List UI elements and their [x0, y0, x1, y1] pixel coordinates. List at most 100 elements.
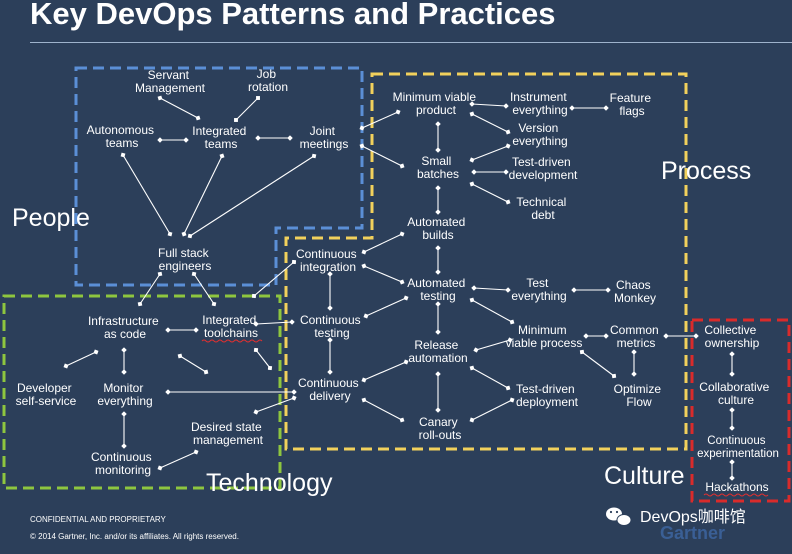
diagram-edges: [63, 95, 735, 481]
node-continuous-delivery: Continuous delivery: [298, 376, 362, 403]
toolchains-spellcheck-squiggle: [201, 339, 263, 343]
node-infrastructure-as-code-line-1: Infrastructure: [88, 314, 159, 328]
node-continuous-integration-line-1: Continuous: [296, 247, 357, 261]
node-minimum-viable-process-line-1: Minimum: [518, 323, 567, 337]
node-integrated-teams: Integrated teams: [192, 124, 249, 151]
node-servant-management: Servant Management: [135, 68, 206, 95]
node-full-stack-engineers-line-1: Full stack: [158, 246, 210, 260]
node-small-batches-line-2: batches: [417, 167, 459, 181]
node-continuous-testing-line-1: Continuous: [300, 313, 361, 327]
node-continuous-experimentation-line-1: Continuous: [707, 435, 765, 447]
node-full-stack-engineers: Full stack engineers: [158, 246, 212, 273]
node-collaborative-culture-line-2: culture: [718, 393, 754, 407]
node-desired-state-management-line-1: Desired state: [191, 420, 262, 434]
gartner-logo: Gartner: [660, 523, 725, 543]
node-autonomous-teams: Autonomous teams: [87, 123, 158, 150]
node-continuous-monitoring-line-1: Continuous: [91, 450, 152, 464]
wechat-icon: [606, 507, 632, 526]
node-technical-debt-line-1: Technical: [516, 195, 566, 209]
node-chaos-monkey-line-1: Chaos: [616, 278, 651, 292]
node-infrastructure-as-code: Infrastructure as code: [88, 314, 162, 341]
slide-title: Key DevOps Patterns and Practices: [30, 0, 556, 31]
node-test-everything-line-2: everything: [511, 289, 566, 303]
node-autonomous-teams-line-1: Autonomous: [87, 123, 154, 137]
node-infrastructure-as-code-line-2: as code: [104, 327, 146, 341]
node-canary-rollouts-line-2: roll-outs: [419, 428, 462, 442]
watermark-brand: DevOps咖啡馆: [640, 508, 746, 526]
node-servant-management-line-1: Servant: [148, 68, 190, 82]
node-servant-management-line-2: Management: [135, 81, 206, 95]
node-monitor-everything: Monitor everything: [97, 381, 152, 408]
node-instrument-everything-line-2: everything: [512, 103, 567, 117]
technology-region-outline: [2, 294, 282, 490]
node-integrated-toolchains-line-2: toolchains: [204, 326, 258, 340]
node-continuous-experimentation-line-2: experimentation: [697, 448, 779, 460]
node-continuous-delivery-line-1: Continuous: [298, 376, 359, 390]
node-test-driven-deployment: Test-driven deployment: [516, 382, 579, 409]
node-automated-builds-line-2: builds: [422, 228, 453, 242]
node-optimize-flow-line-2: Flow: [626, 395, 652, 409]
node-continuous-integration: Continuous integration: [296, 247, 360, 274]
node-automated-builds-line-1: Automated: [407, 215, 465, 229]
node-continuous-integration-line-2: integration: [300, 260, 356, 274]
node-integrated-toolchains-line-1: Integrated: [202, 313, 256, 327]
node-version-everything-line-1: Version: [518, 121, 558, 135]
node-minimum-viable-process-line-2: viable process: [506, 336, 583, 350]
node-common-metrics-line-2: metrics: [617, 336, 656, 350]
node-small-batches: Small batches: [417, 154, 459, 181]
node-desired-state-management-line-2: management: [193, 433, 264, 447]
hackathons-spellcheck-squiggle: [703, 493, 769, 497]
node-instrument-everything-line-1: Instrument: [510, 90, 567, 104]
culture-label: Culture: [604, 462, 685, 490]
node-joint-meetings-line-1: Joint: [310, 124, 336, 138]
node-feature-flags-line-1: Feature: [610, 91, 652, 105]
node-test-driven-development-line-1: Test-driven: [512, 155, 571, 169]
node-full-stack-engineers-line-2: engineers: [159, 259, 212, 273]
node-test-driven-deployment-line-2: deployment: [516, 395, 579, 409]
footer-copyright: © 2014 Gartner, Inc. and/or its affiliat…: [30, 532, 239, 541]
node-minimum-viable-product-line-1: Minimum viable: [393, 90, 477, 104]
node-release-automation: Release automation: [408, 338, 467, 365]
node-automated-testing-line-2: testing: [420, 289, 455, 303]
node-monitor-everything-line-2: everything: [97, 394, 152, 408]
node-job-rotation-line-1: Job: [257, 67, 277, 81]
node-continuous-experimentation: Continuous experimentation: [697, 435, 779, 460]
node-continuous-testing: Continuous testing: [300, 313, 364, 340]
title-divider: [30, 42, 792, 43]
node-technical-debt-line-2: debt: [531, 208, 555, 222]
node-test-driven-development: Test-driven development: [509, 155, 578, 182]
node-canary-rollouts-line-1: Canary: [419, 415, 458, 429]
node-version-everything: Version everything: [512, 121, 567, 148]
node-job-rotation: Job rotation: [248, 67, 288, 94]
node-joint-meetings: Joint meetings: [300, 124, 349, 151]
node-developer-self-service-line-1: Developer: [17, 381, 72, 395]
node-integrated-teams-line-1: Integrated: [192, 124, 246, 138]
node-technical-debt: Technical debt: [516, 195, 569, 222]
node-release-automation-line-1: Release: [414, 338, 458, 352]
node-minimum-viable-process: Minimum viable process: [506, 323, 583, 350]
node-test-everything: Test everything: [511, 276, 566, 303]
node-joint-meetings-line-2: meetings: [300, 137, 349, 151]
node-autonomous-teams-line-2: teams: [106, 136, 139, 150]
node-instrument-everything: Instrument everything: [510, 90, 570, 117]
people-label: People: [12, 204, 90, 232]
node-chaos-monkey: Chaos Monkey: [614, 278, 656, 305]
node-version-everything-line-2: everything: [512, 134, 567, 148]
node-hackathons-line-1: Hackathons: [705, 480, 768, 494]
node-continuous-testing-line-2: testing: [314, 326, 349, 340]
footer-confidential: CONFIDENTIAL AND PROPRIETARY: [30, 515, 167, 524]
node-collective-ownership-line-1: Collective: [704, 323, 756, 337]
node-automated-builds: Automated builds: [407, 215, 468, 242]
node-test-everything-line-1: Test: [526, 276, 549, 290]
node-common-metrics: Common metrics: [610, 323, 662, 350]
node-continuous-monitoring-line-2: monitoring: [95, 463, 151, 477]
node-integrated-teams-line-2: teams: [205, 137, 238, 151]
node-feature-flags-line-2: flags: [619, 104, 644, 118]
technology-label: Technology: [206, 469, 333, 497]
node-optimize-flow-line-1: Optimize: [614, 382, 662, 396]
node-automated-testing-line-1: Automated: [407, 276, 465, 290]
node-hackathons: Hackathons: [705, 480, 768, 494]
culture-region-outline: [690, 318, 791, 503]
